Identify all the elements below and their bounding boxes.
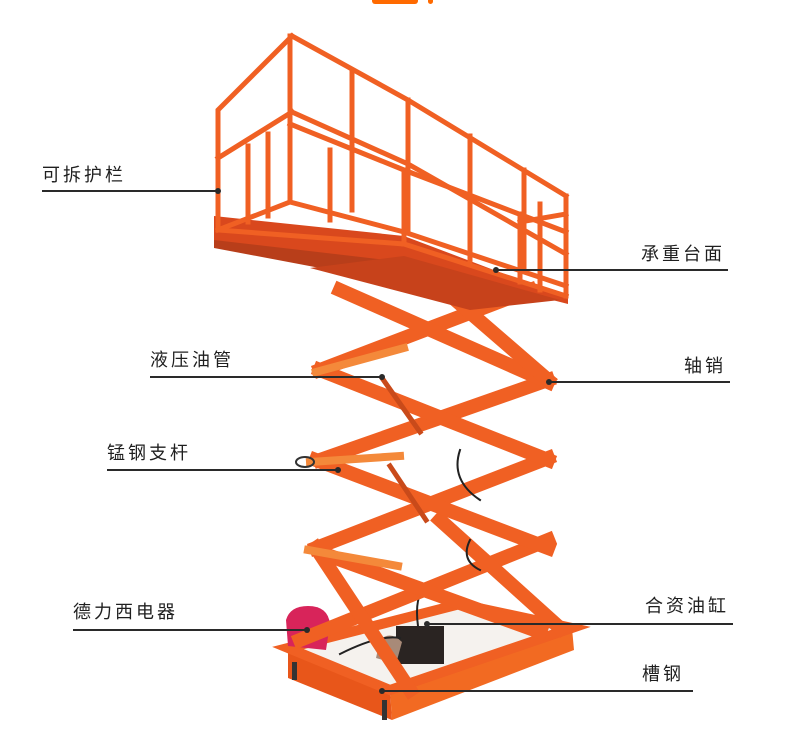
pump-unit: [396, 626, 444, 664]
callout-dot-hydraulic-cylinder: [424, 621, 430, 627]
callout-dot-steel-strut: [335, 467, 341, 473]
callout-label-steel-strut: 锰钢支杆: [107, 443, 191, 464]
callout-line-delixi-electrical: [73, 629, 307, 631]
callout-line-hydraulic-hose: [150, 376, 382, 378]
callout-dot-channel-steel: [379, 688, 385, 694]
callout-label-hydraulic-hose: 液压油管: [150, 350, 234, 371]
callout-line-steel-strut: [107, 469, 338, 471]
callout-line-hydraulic-cylinder: [427, 623, 733, 625]
callout-dot-hydraulic-hose: [379, 374, 385, 380]
header-accent-dot: [428, 0, 433, 4]
callout-label-hydraulic-cylinder: 合资油缸: [645, 596, 729, 617]
callout-dot-delixi-electrical: [304, 627, 310, 633]
base-frame: [272, 598, 591, 720]
callout-line-guardrail: [42, 190, 218, 192]
header-accent-bar: [372, 0, 418, 4]
callout-label-channel-steel: 槽钢: [642, 664, 684, 685]
callout-line-axle-pin: [549, 381, 730, 383]
callout-line-platform: [496, 269, 728, 271]
callout-label-delixi-electrical: 德力西电器: [73, 602, 178, 623]
callout-label-guardrail: 可拆护栏: [42, 165, 126, 186]
guardrail-frame: [214, 32, 570, 300]
callout-dot-guardrail: [215, 188, 221, 194]
callout-dot-platform: [493, 267, 499, 273]
callout-label-axle-pin: 轴销: [684, 356, 726, 377]
callout-line-channel-steel: [382, 690, 693, 692]
callout-label-platform: 承重台面: [641, 244, 725, 265]
callout-dot-axle-pin: [546, 379, 552, 385]
